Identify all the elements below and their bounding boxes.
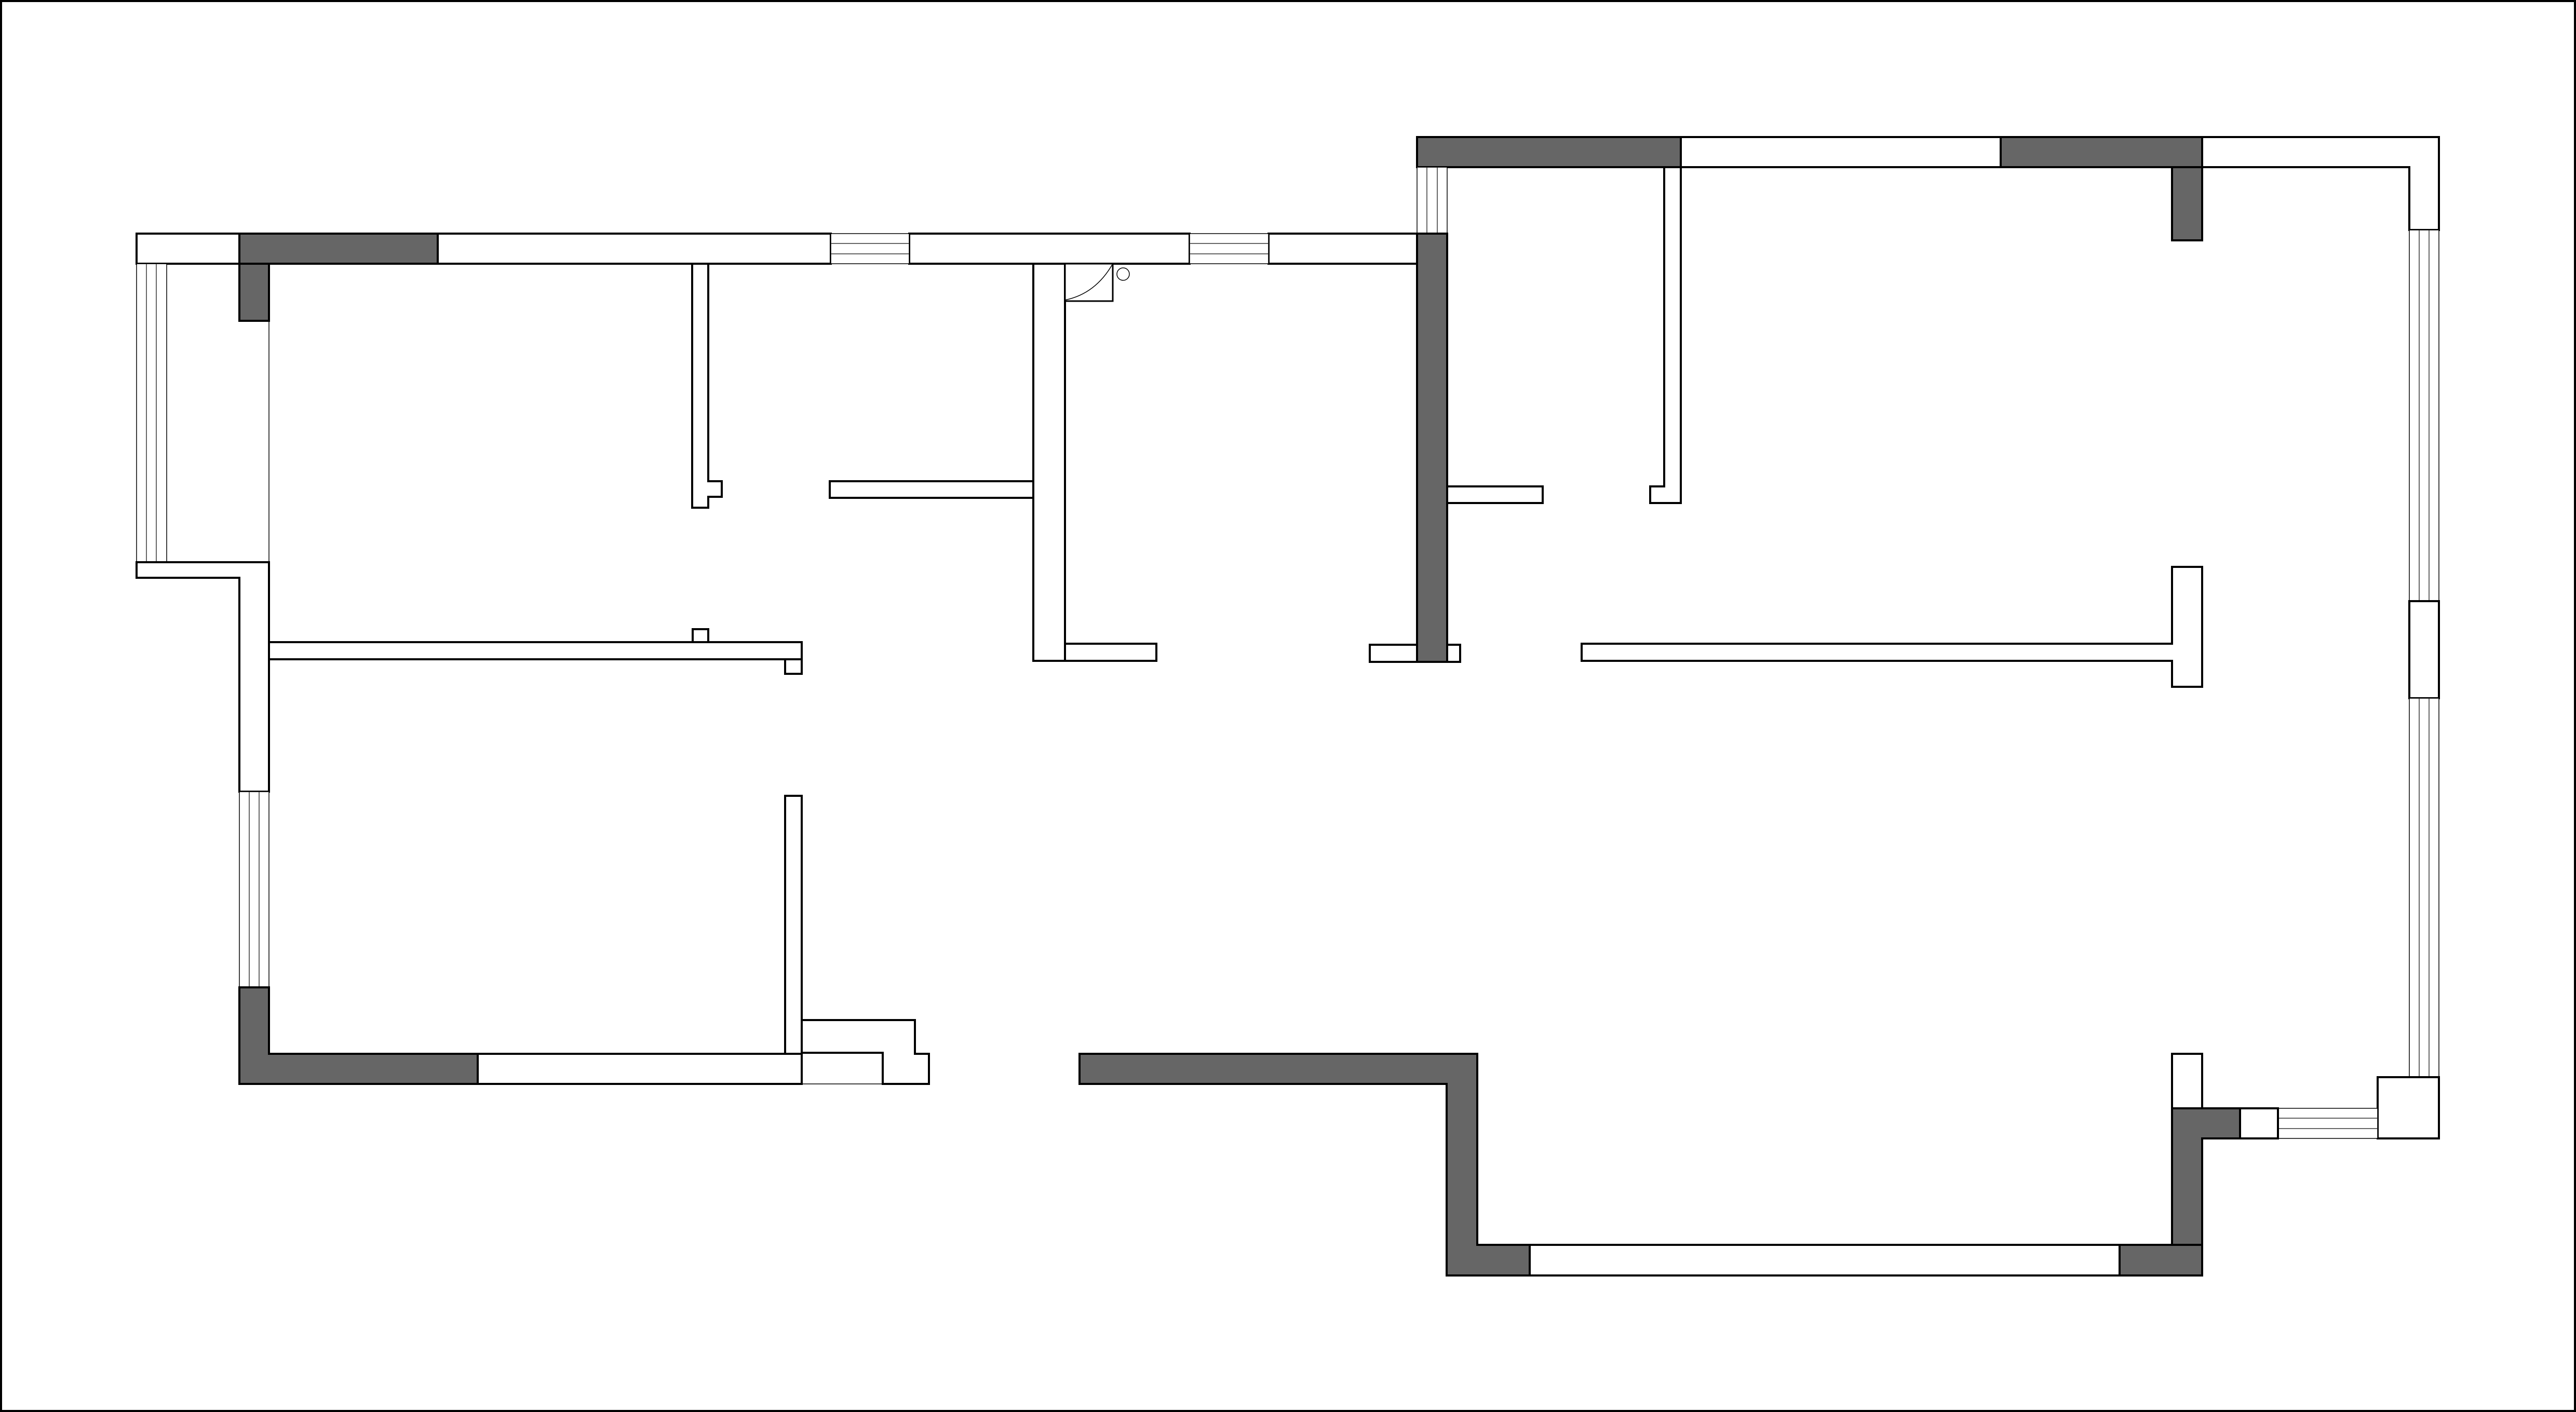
wall-partition [1446, 485, 1544, 504]
left-wing [136, 233, 1461, 1085]
wall-load-bearing [2000, 136, 2203, 168]
wall-partition [784, 658, 803, 675]
wall-load-bearing [2119, 1244, 2203, 1277]
wall-partition [1064, 643, 1157, 662]
window [2409, 698, 2439, 1078]
basin-fixture [1064, 263, 1130, 302]
wall-partition [908, 233, 1191, 265]
wall-partition [784, 795, 803, 1055]
window [2277, 1108, 2378, 1139]
window [830, 233, 910, 264]
window [136, 263, 167, 563]
wall-partition [692, 628, 709, 643]
wall-partition [1267, 233, 1418, 265]
wall-partition [1581, 566, 2203, 688]
wall-partition [1649, 166, 1682, 504]
wall-load-bearing [2171, 166, 2203, 241]
wall-partition [801, 1019, 930, 1085]
window [1417, 167, 1448, 234]
wall-partition [1529, 1244, 2121, 1277]
wall-partition [829, 480, 1034, 499]
right-wing [1078, 136, 2440, 1277]
wall-load-bearing [1416, 233, 1448, 663]
wall-partition [268, 641, 803, 660]
wall-partition [437, 233, 832, 265]
wall-partition [2377, 1076, 2440, 1139]
window [2409, 229, 2439, 602]
window [239, 791, 269, 988]
wall-partition [1446, 644, 1461, 663]
wall-load-bearing [238, 263, 270, 322]
wall-partition [2408, 600, 2440, 699]
wall-load-bearing [1416, 136, 1682, 168]
wall-partition [477, 1053, 803, 1085]
wall-load-bearing [1078, 1053, 1531, 1277]
wall-load-bearing [238, 233, 439, 265]
wall-partition [691, 263, 723, 509]
window [1189, 233, 1269, 264]
wall-partition [1032, 263, 1066, 662]
wall-partition [2171, 1053, 2203, 1109]
wall-partition [136, 233, 240, 265]
wall-partition [2239, 1107, 2279, 1139]
wall-partition [1680, 136, 2002, 168]
